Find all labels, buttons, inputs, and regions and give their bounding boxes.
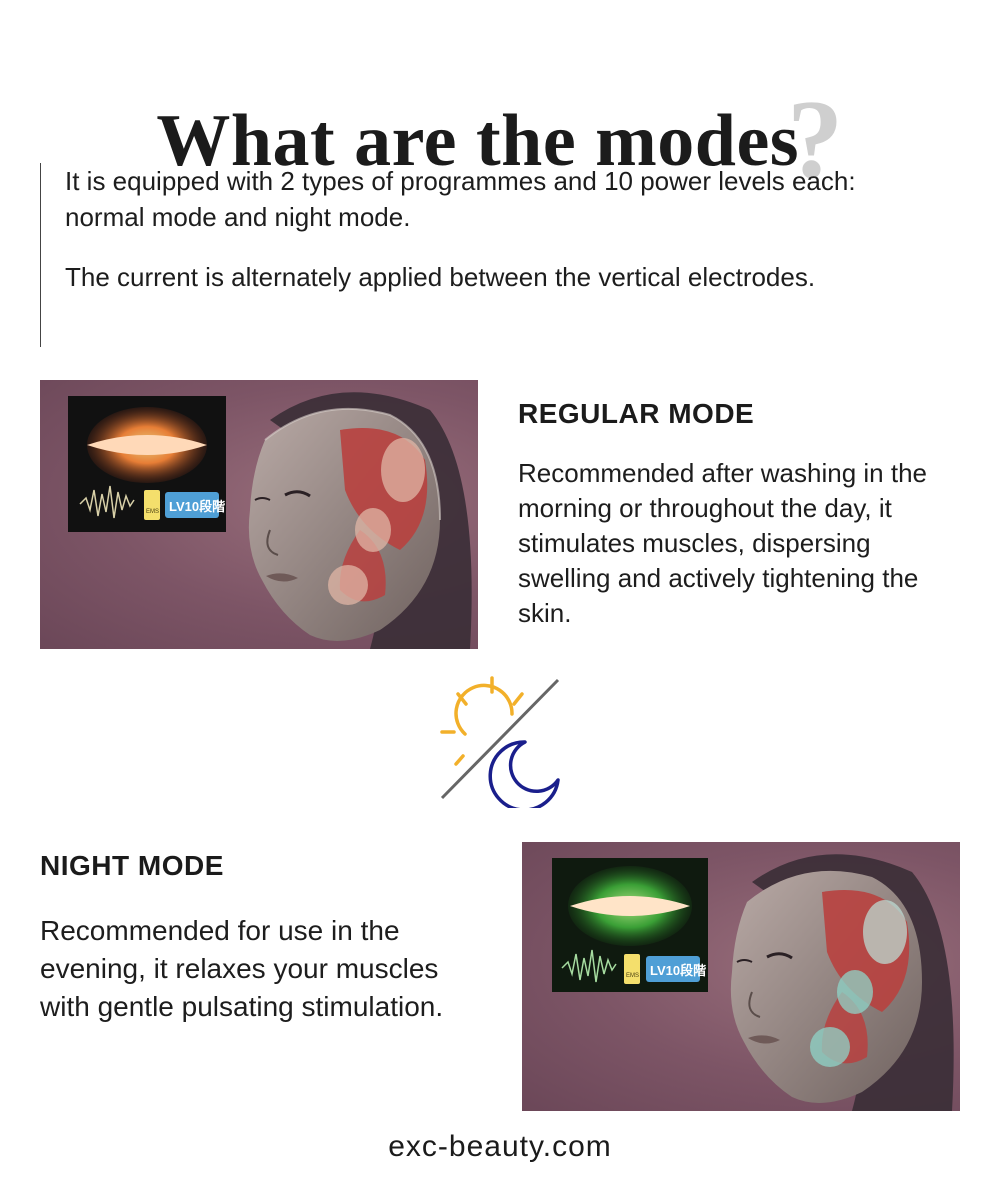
night-mode-description: Recommended for use in the evening, it r… bbox=[40, 915, 444, 1022]
night-level-badge: LV10段階 bbox=[650, 963, 706, 978]
website-footer: exc-beauty.com bbox=[388, 1130, 612, 1163]
regular-mode-description: Recommended after washing in the morning… bbox=[518, 458, 928, 628]
intro-paragraph-1: It is equipped with 2 types of programme… bbox=[65, 166, 856, 232]
intro-paragraph-2: The current is alternately applied betwe… bbox=[65, 262, 816, 292]
page-title: What are the modes? bbox=[0, 78, 1000, 196]
regular-mode-image: EMS LV10段階 bbox=[40, 380, 478, 649]
night-mode-image: EMS LV10段階 bbox=[522, 842, 960, 1111]
night-mode-heading: NIGHT MODE bbox=[40, 850, 224, 881]
page-title-text: What are the modes bbox=[156, 99, 800, 182]
regular-level-badge: LV10段階 bbox=[169, 499, 225, 514]
question-mark: ? bbox=[787, 77, 844, 202]
divider-line bbox=[440, 678, 560, 800]
regular-mode-heading: REGULAR MODE bbox=[518, 398, 755, 429]
night-ems-badge: EMS bbox=[626, 973, 639, 979]
regular-ems-badge: EMS bbox=[146, 509, 159, 515]
sun-icon bbox=[440, 676, 524, 766]
moon-icon bbox=[488, 740, 560, 808]
day-night-icon bbox=[440, 676, 560, 808]
intro-block: It is equipped with 2 types of programme… bbox=[40, 163, 920, 347]
